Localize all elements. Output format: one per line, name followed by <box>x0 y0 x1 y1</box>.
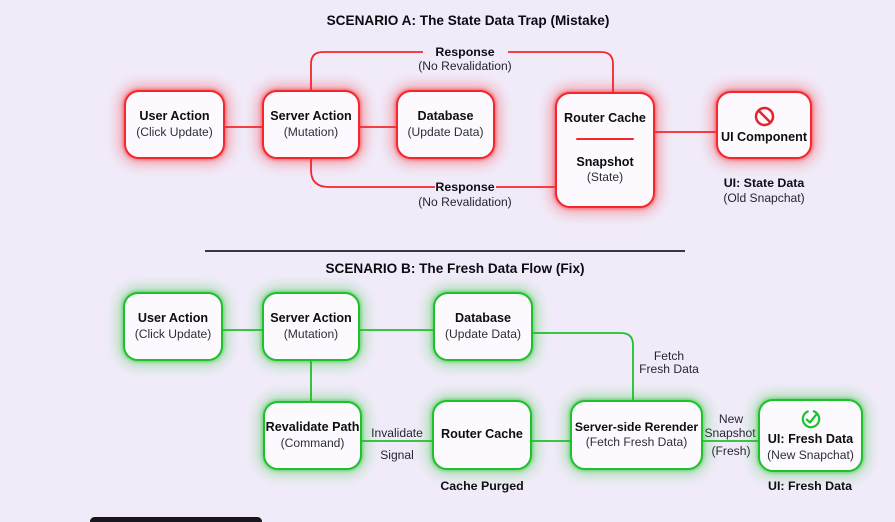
prohibition-icon <box>753 105 776 128</box>
check-circle-icon <box>800 408 822 430</box>
node-title: Database <box>454 311 511 326</box>
edge-label-invalidate-2: Signal <box>380 448 414 462</box>
node-title: UI Component <box>720 129 808 144</box>
node-title: UI: Fresh Data <box>767 432 854 447</box>
node-subtitle: (New Snapchat) <box>767 447 854 462</box>
node-title: User Action <box>137 311 209 326</box>
node-b-router-cache: Router Cache <box>432 400 532 470</box>
scenario-b-title: SCENARIO B: The Fresh Data Flow (Fix) <box>325 261 585 276</box>
node-title: Server-side Rerender <box>574 419 699 434</box>
edge-label-snapshot-1: New <box>718 412 744 426</box>
edge-label-fetch-2: Fresh Data <box>639 362 699 376</box>
edge-label-response-bottom: Response <box>435 180 495 194</box>
node-subtitle: (Command) <box>280 435 345 450</box>
dock-bar <box>90 517 262 522</box>
scenario-a-title: SCENARIO A: The State Data Trap (Mistake… <box>326 13 610 28</box>
node-title: Router Cache <box>564 111 646 125</box>
section-divider <box>205 250 685 252</box>
node-b-ui-fresh-data: UI: Fresh Data (New Snapchat) <box>758 399 863 472</box>
edge-label-fetch-1: Fetch <box>653 349 685 363</box>
node-a-server-action: Server Action (Mutation) <box>262 90 360 159</box>
node-subtitle: (Update Data) <box>445 326 521 341</box>
node-title: Router Cache <box>441 427 523 442</box>
node-subtitle: (Mutation) <box>283 326 339 341</box>
node-subtitle: (Click Update) <box>134 326 212 341</box>
node-title: Database <box>417 109 474 124</box>
edge-label-response-top: Response <box>435 45 495 59</box>
caption-a-state-data: UI: State Data <box>723 176 805 190</box>
node-b-user-action: User Action (Click Update) <box>123 292 223 361</box>
edge-label-snapshot-2: Snapshot <box>704 426 756 440</box>
edge-label-snapshot-3: (Fresh) <box>711 444 751 458</box>
caption-b-ui-fresh-data: UI: Fresh Data <box>768 479 852 493</box>
node-b-database: Database (Update Data) <box>433 292 533 361</box>
node-b-rerender: Server-side Rerender (Fetch Fresh Data) <box>570 400 703 470</box>
node-subtitle: (Click Update) <box>136 124 213 139</box>
edge-a-response-top-right <box>508 51 614 92</box>
node-a-user-action: User Action (Click Update) <box>124 90 225 159</box>
edge-label-invalidate-1: Invalidate <box>371 426 423 440</box>
node-a-ui-component: UI Component <box>716 91 812 159</box>
caption-b-cache-purged: Cache Purged <box>440 479 524 493</box>
router-cache-divider <box>576 137 634 140</box>
node-title: Server Action <box>270 311 352 326</box>
edge-b-database-to-rerender <box>533 332 634 400</box>
snapshot-subtitle: (State) <box>586 170 624 185</box>
node-a-database: Database (Update Data) <box>396 90 495 159</box>
edge-a-response-bottom-left <box>310 159 435 188</box>
snapshot-title: Snapshot <box>576 154 634 169</box>
edge-a-response-top-left <box>310 51 423 90</box>
node-subtitle: (Fetch Fresh Data) <box>585 435 688 450</box>
caption-a-state-data-sub: (Old Snapchat) <box>723 191 805 205</box>
node-subtitle: (Update Data) <box>407 124 484 139</box>
edge-label-response-top-sub: (No Revalidation) <box>418 59 512 73</box>
node-b-revalidate-path: Revalidate Path (Command) <box>263 401 362 470</box>
edge-label-response-bottom-sub: (No Revalidation) <box>418 195 512 209</box>
node-b-server-action: Server Action (Mutation) <box>262 292 360 361</box>
node-title: Server Action <box>270 109 352 124</box>
node-a-router-cache: Router Cache Snapshot (State) <box>555 92 655 208</box>
node-title: Revalidate Path <box>265 420 360 435</box>
node-subtitle: (Mutation) <box>283 124 339 139</box>
node-title: User Action <box>139 109 210 124</box>
